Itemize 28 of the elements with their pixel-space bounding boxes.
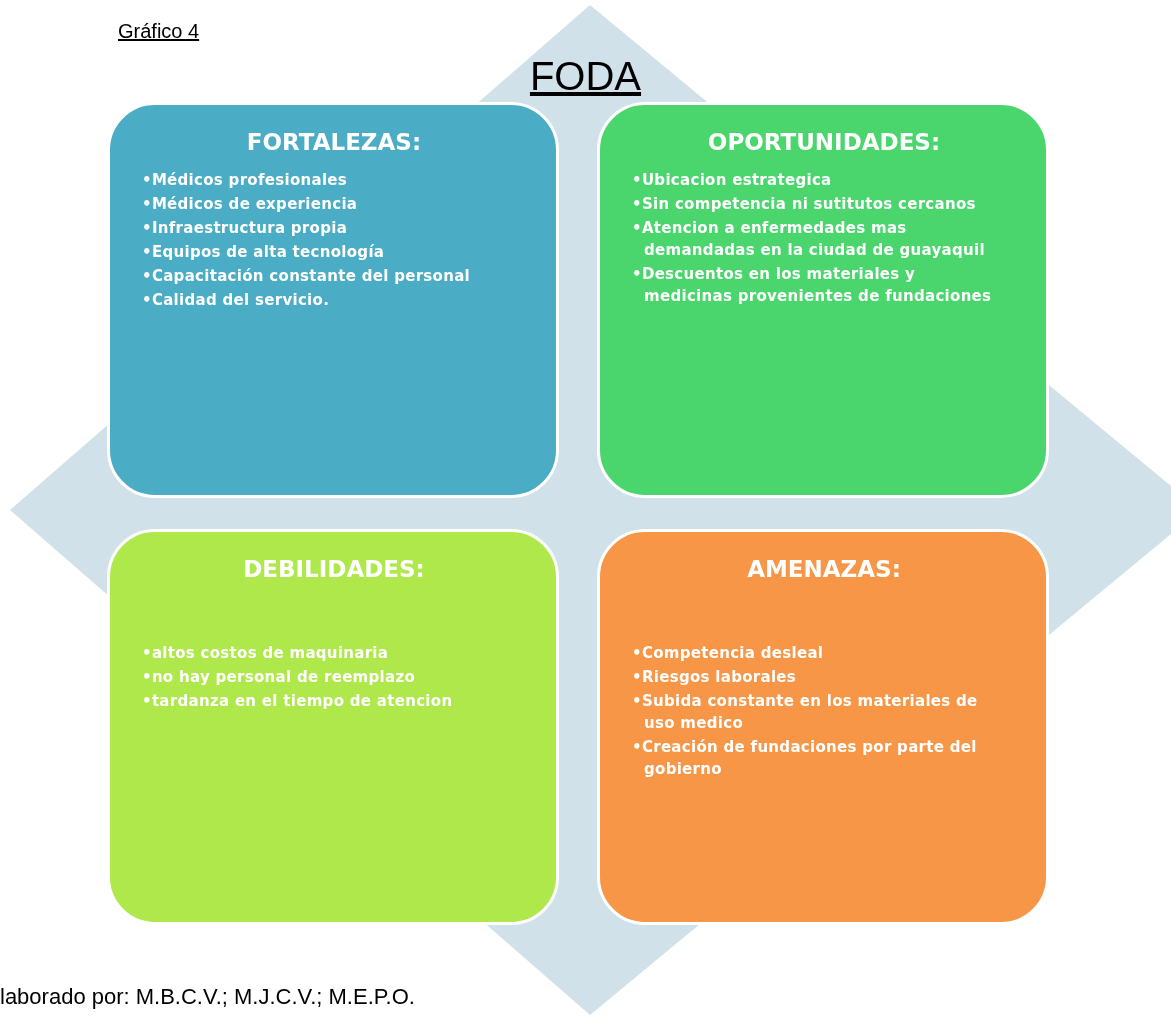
quadrant-heading: OPORTUNIDADES:: [706, 129, 942, 155]
quadrant-box: [597, 102, 1049, 498]
diagram-title: FODA: [529, 54, 642, 98]
bullet-item: •no hay personal de reemplazo: [142, 667, 417, 688]
quadrant-heading: FORTALEZAS:: [245, 129, 423, 155]
bullet-item: •Equipos de alta tecnología: [142, 242, 386, 263]
bullet-item: •Capacitación constante del personal: [142, 266, 472, 287]
bullet-item: •Sin competencia ni sutitutos cercanos: [632, 194, 977, 215]
figure-label: Gráfico 4: [118, 20, 200, 43]
bullet-item: •Ubicacion estrategica: [632, 170, 833, 191]
quadrant-box: [107, 102, 559, 498]
bullet-item: •Riesgos laborales: [632, 667, 798, 688]
bullet-item: •Médicos de experiencia: [142, 194, 359, 215]
quadrant-heading: AMENAZAS:: [746, 556, 902, 582]
bullet-item: •tardanza en el tiempo de atencion: [142, 691, 454, 712]
bullet-item: •Competencia desleal: [632, 643, 825, 664]
bullet-item: •Creación de fundaciones por parte del gobierno: [632, 737, 978, 780]
author-caption: laborado por: M.B.C.V.; M.J.C.V.; M.E.P.O.: [0, 984, 415, 1010]
bullet-item: •altos costos de maquinaria: [142, 643, 390, 664]
quadrant-heading: DEBILIDADES:: [242, 556, 426, 582]
bullet-item: •Calidad del servicio.: [142, 290, 331, 311]
bullet-item: •Médicos profesionales: [142, 170, 349, 191]
bullet-item: •Atencion a enfermedades mas demandadas en la ciudad de guayaquil: [632, 218, 986, 261]
bullet-item: •Infraestructura propia: [142, 218, 349, 239]
bullet-item: •Subida constante en los materiales de uso medico: [632, 691, 979, 734]
quadrant-box: [107, 529, 559, 925]
quadrant-box: [597, 529, 1049, 925]
bullet-item: •Descuentos en los materiales y medicinas provenientes de fundaciones: [632, 264, 992, 307]
